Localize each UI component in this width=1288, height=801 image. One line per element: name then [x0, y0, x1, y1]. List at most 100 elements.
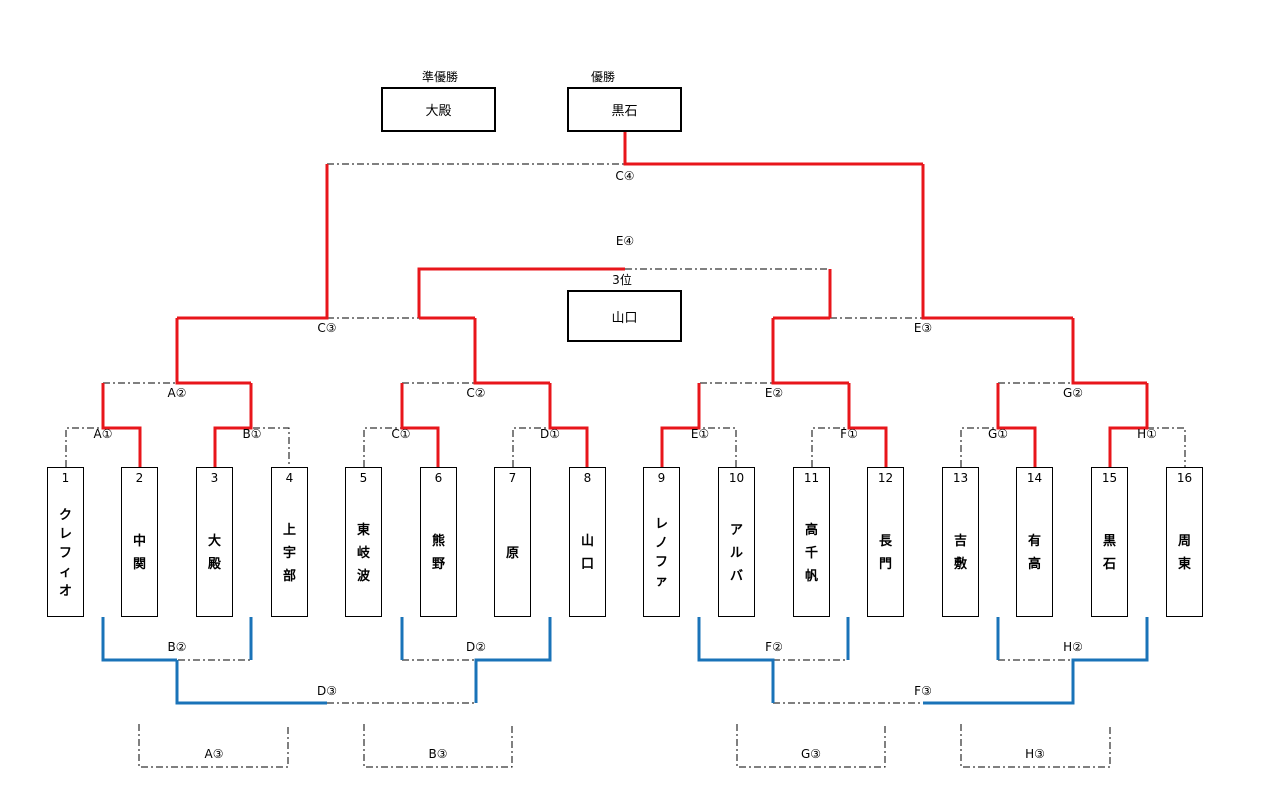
team-number: 12: [877, 471, 894, 485]
team-name-char: 原: [505, 545, 519, 561]
team-number: 5: [359, 471, 368, 485]
team-name-char: 帆: [804, 568, 818, 584]
team-box-3: 3 大殿: [196, 467, 233, 617]
team-name: クレフィオ: [48, 494, 83, 612]
team-name-char: 石: [1102, 557, 1116, 572]
match-label-g1: G①: [987, 427, 1009, 441]
team-name: レノファ: [644, 494, 679, 612]
team-name-char: 宇: [282, 545, 296, 561]
team-name: 吉敷: [943, 494, 978, 612]
team-name-char: 敷: [953, 557, 967, 572]
team-box-6: 6 熊野: [420, 467, 457, 617]
match-label-e1: E①: [690, 427, 710, 441]
match-label-c4: C④: [615, 169, 635, 183]
winner-box: 黒石: [567, 87, 682, 132]
team-name: 原: [495, 494, 530, 612]
team-number: 3: [210, 471, 219, 485]
team-name-char: ノ: [654, 536, 668, 551]
loser-path-lines: [101, 617, 1149, 705]
team-name-char: レ: [654, 517, 668, 532]
team-number: 14: [1026, 471, 1043, 485]
match-label-c1: C①: [391, 427, 411, 441]
team-name: 熊野: [421, 494, 456, 612]
dashed-lines: [65, 163, 1186, 768]
match-label-f1: F①: [840, 427, 858, 441]
team-name: 周東: [1167, 494, 1202, 612]
match-label-a2: A②: [167, 386, 187, 400]
team-name: 高千帆: [794, 494, 829, 612]
match-label-h1: H①: [1137, 427, 1157, 441]
team-name-char: 長: [878, 534, 892, 549]
third-place-label: 3位: [612, 273, 632, 287]
match-label-a3: A③: [204, 747, 224, 761]
team-name-char: フ: [58, 545, 72, 561]
team-name-char: 岐: [356, 545, 370, 561]
team-box-9: 9 レノファ: [643, 467, 680, 617]
team-number: 6: [434, 471, 443, 485]
team-box-8: 8 山口: [569, 467, 606, 617]
match-label-g3: G③: [800, 747, 822, 761]
match-label-g2: G②: [1062, 386, 1084, 400]
team-box-11: 11 高千帆: [793, 467, 830, 617]
team-box-15: 15 黒石: [1091, 467, 1128, 617]
team-name-char: 口: [580, 557, 594, 572]
team-name-char: 部: [282, 568, 296, 584]
team-number: 9: [657, 471, 666, 485]
team-name-char: 山: [580, 534, 594, 549]
team-name-char: オ: [58, 583, 72, 599]
team-name-char: 大: [207, 534, 221, 549]
match-label-e4: E④: [615, 234, 635, 248]
team-name-char: フ: [654, 555, 668, 570]
team-name-char: 高: [804, 522, 818, 538]
team-name: 上宇部: [272, 494, 307, 612]
team-box-5: 5 東岐波: [345, 467, 382, 617]
team-box-10: 10 アルバ: [718, 467, 755, 617]
team-name-char: 東: [356, 522, 370, 538]
team-name-char: 殿: [207, 557, 221, 572]
runner-up-team: 大殿: [425, 104, 452, 119]
team-name-char: レ: [58, 526, 72, 542]
team-name-char: ィ: [58, 564, 72, 580]
team-name-char: 門: [878, 557, 892, 572]
match-label-d3: D③: [317, 684, 337, 698]
match-label-d1: D①: [540, 427, 560, 441]
team-box-4: 4 上宇部: [271, 467, 308, 617]
team-name-char: 関: [132, 557, 146, 572]
team-name-char: バ: [729, 568, 743, 584]
team-name-char: 波: [356, 568, 370, 584]
team-name-char: 黒: [1102, 534, 1116, 549]
team-name-char: 高: [1027, 557, 1041, 572]
match-label-h3: H③: [1025, 747, 1045, 761]
team-name-char: 有: [1027, 534, 1041, 549]
team-name-char: ァ: [654, 574, 668, 589]
team-box-2: 2 中関: [121, 467, 158, 617]
team-name: 中関: [122, 494, 157, 612]
team-name-char: 東: [1177, 557, 1191, 572]
team-box-7: 7 原: [494, 467, 531, 617]
match-label-b3: B③: [428, 747, 448, 761]
winner-team: 黒石: [611, 104, 638, 119]
match-label-f2: F②: [765, 640, 783, 654]
match-label-c2: C②: [466, 386, 486, 400]
team-number: 2: [135, 471, 144, 485]
third-place-team: 山口: [611, 310, 638, 326]
third-place-box: 山口: [567, 290, 682, 342]
team-name: 有高: [1017, 494, 1052, 612]
team-number: 16: [1176, 471, 1193, 485]
runner-up-box: 大殿: [381, 87, 496, 132]
team-name-char: ア: [729, 522, 743, 538]
team-name-char: 野: [431, 557, 445, 572]
team-number: 1: [61, 471, 70, 485]
match-label-c3: C③: [317, 321, 337, 335]
team-name-char: 吉: [953, 534, 967, 549]
team-name-char: 中: [132, 534, 146, 549]
team-name-char: ク: [58, 507, 72, 523]
match-label-b2: B②: [167, 640, 187, 654]
team-name-char: 熊: [431, 534, 445, 549]
match-label-e2: E②: [764, 386, 784, 400]
team-box-16: 16 周東: [1166, 467, 1203, 617]
team-box-12: 12 長門: [867, 467, 904, 617]
team-number: 4: [285, 471, 294, 485]
team-number: 13: [952, 471, 969, 485]
